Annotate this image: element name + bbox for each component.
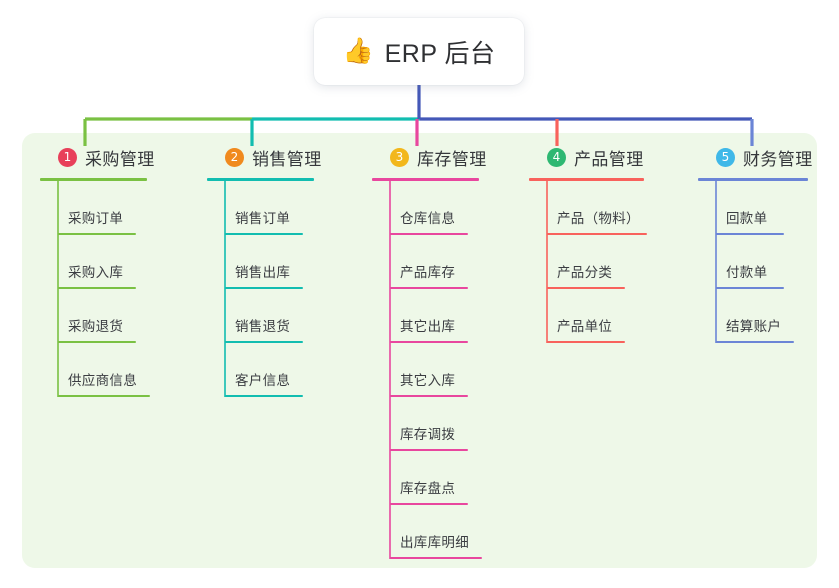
leaf-item-underline: [390, 557, 482, 559]
leaf-item-underline: [390, 233, 468, 235]
leaf-item[interactable]: 客户信息: [207, 343, 322, 397]
branch-column-1: 1 采购管理采购订单采购入库采购退货供应商信息: [40, 144, 155, 397]
branch-badge-4: 4: [547, 147, 566, 167]
leaf-item[interactable]: 其它入库: [372, 343, 487, 397]
leaf-item[interactable]: 销售订单: [207, 181, 322, 235]
leaf-item-underline: [390, 341, 468, 343]
root-node-title: ERP 后台: [384, 39, 496, 68]
leaf-item-label: 回款单: [726, 211, 768, 226]
diagram-panel: [22, 133, 817, 568]
branch-column-2: 2 销售管理销售订单销售出库销售退货客户信息: [207, 144, 322, 397]
leaf-item-label: 其它入库: [400, 373, 456, 388]
leaf-item-label: 供应商信息: [68, 373, 137, 388]
branch-header-2[interactable]: 2 销售管理: [207, 144, 322, 170]
leaf-item-label: 库存调拨: [400, 427, 456, 442]
leaf-item-label: 采购订单: [68, 211, 124, 226]
leaf-list-5: 回款单付款单结算账户: [698, 181, 813, 343]
branch-underline-3: [372, 178, 479, 181]
branch-title-5: 财务管理: [743, 149, 813, 169]
branch-header-3[interactable]: 3 库存管理: [372, 144, 487, 170]
leaf-item[interactable]: 采购入库: [40, 235, 155, 289]
leaf-item-underline: [58, 395, 150, 397]
leaf-item[interactable]: 仓库信息: [372, 181, 487, 235]
leaf-item[interactable]: 产品单位: [529, 289, 644, 343]
leaf-item-underline: [390, 287, 468, 289]
leaf-item-underline: [716, 233, 784, 235]
leaf-item-label: 产品（物料）: [557, 211, 640, 226]
branch-badge-1: 1: [58, 147, 77, 167]
leaf-item-label: 产品库存: [400, 265, 456, 280]
leaf-item-underline: [547, 233, 647, 235]
leaf-item[interactable]: 库存调拨: [372, 397, 487, 451]
branch-underline-2: [207, 178, 314, 181]
leaf-item-underline: [390, 395, 468, 397]
leaf-item-label: 采购入库: [68, 265, 124, 280]
leaf-item[interactable]: 销售出库: [207, 235, 322, 289]
branch-title-3: 库存管理: [417, 149, 487, 169]
leaf-item[interactable]: 产品库存: [372, 235, 487, 289]
leaf-list-4: 产品（物料） 产品分类产品单位: [529, 181, 647, 343]
branch-badge-3: 3: [390, 147, 409, 167]
branch-badge-5: 5: [716, 147, 735, 167]
branch-header-1[interactable]: 1 采购管理: [40, 144, 155, 170]
leaf-item-label: 库存盘点: [400, 481, 456, 496]
leaf-list-3: 仓库信息产品库存其它出库其它入库库存调拨库存盘点出库库明细: [372, 181, 487, 559]
leaf-item-label: 销售退货: [235, 319, 291, 334]
branch-underline-5: [698, 178, 808, 181]
leaf-item-underline: [225, 395, 303, 397]
leaf-item[interactable]: 采购订单: [40, 181, 155, 235]
leaf-item[interactable]: 供应商信息: [40, 343, 155, 397]
branch-underline-4: [529, 178, 644, 181]
leaf-item[interactable]: 库存盘点: [372, 451, 487, 505]
leaf-item-label: 其它出库: [400, 319, 456, 334]
leaf-item-label: 付款单: [726, 265, 768, 280]
leaf-item-underline: [390, 449, 468, 451]
branch-title-1: 采购管理: [85, 149, 155, 169]
leaf-item-label: 销售出库: [235, 265, 291, 280]
branch-badge-2: 2: [225, 147, 244, 167]
leaf-item-underline: [225, 341, 303, 343]
leaf-item-underline: [716, 287, 784, 289]
root-node[interactable]: 👍 ERP 后台: [314, 18, 524, 85]
leaf-item-label: 客户信息: [235, 373, 291, 388]
leaf-item-underline: [547, 341, 625, 343]
leaf-item[interactable]: 回款单: [698, 181, 813, 235]
leaf-item-underline: [716, 341, 794, 343]
branch-header-5[interactable]: 5 财务管理: [698, 144, 813, 170]
leaf-item[interactable]: 采购退货: [40, 289, 155, 343]
leaf-item[interactable]: 出库库明细: [372, 505, 487, 559]
branch-underline-1: [40, 178, 147, 181]
branch-column-4: 4 产品管理产品（物料） 产品分类产品单位: [529, 144, 647, 343]
leaf-item-label: 结算账户: [726, 319, 782, 334]
leaf-item-label: 出库库明细: [400, 535, 469, 550]
leaf-item-underline: [390, 503, 468, 505]
leaf-item[interactable]: 销售退货: [207, 289, 322, 343]
leaf-item-underline: [58, 233, 136, 235]
branch-header-4[interactable]: 4 产品管理: [529, 144, 644, 170]
leaf-item-underline: [547, 287, 625, 289]
leaf-item-label: 仓库信息: [400, 211, 456, 226]
thumbs-up-icon: 👍: [342, 37, 374, 65]
branch-title-2: 销售管理: [252, 149, 322, 169]
leaf-item[interactable]: 产品（物料）: [529, 181, 647, 235]
branch-column-3: 3 库存管理仓库信息产品库存其它出库其它入库库存调拨库存盘点出库库明细: [372, 144, 487, 559]
leaf-list-1: 采购订单采购入库采购退货供应商信息: [40, 181, 155, 397]
leaf-item[interactable]: 结算账户: [698, 289, 813, 343]
branch-column-5: 5 财务管理回款单付款单结算账户: [698, 144, 813, 343]
leaf-item[interactable]: 产品分类: [529, 235, 644, 289]
leaf-item[interactable]: 其它出库: [372, 289, 487, 343]
leaf-item-underline: [58, 341, 136, 343]
leaf-item-label: 产品单位: [557, 319, 613, 334]
leaf-item-underline: [58, 287, 136, 289]
leaf-item-underline: [225, 287, 303, 289]
leaf-item-label: 产品分类: [557, 265, 613, 280]
branch-title-4: 产品管理: [574, 149, 644, 169]
leaf-item-label: 销售订单: [235, 211, 291, 226]
leaf-list-2: 销售订单销售出库销售退货客户信息: [207, 181, 322, 397]
leaf-item[interactable]: 付款单: [698, 235, 813, 289]
leaf-item-underline: [225, 233, 303, 235]
leaf-item-label: 采购退货: [68, 319, 124, 334]
